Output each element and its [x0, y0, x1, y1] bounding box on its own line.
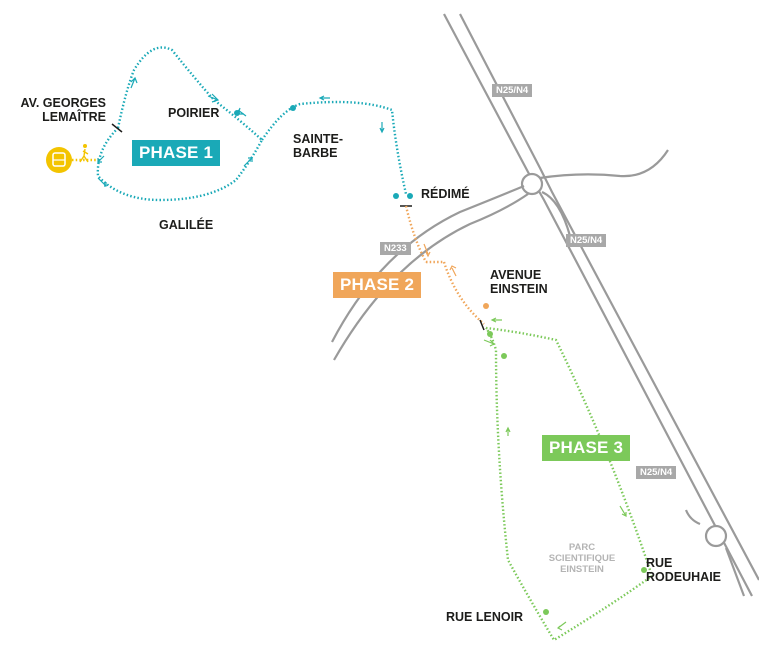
stop-label-lemaitre-line2: LEMAÎTRE	[42, 110, 106, 124]
road-n233	[331, 149, 669, 361]
stop-label-sainte-barbe-line2: BARBE	[293, 146, 338, 160]
road-label-n25-top: N25/N4	[492, 84, 533, 97]
stop-label-einstein: AVENUE EINSTEIN	[490, 268, 548, 296]
route-phase3	[485, 326, 654, 642]
road-label-n25-mid: N25/N4	[566, 234, 607, 247]
stop-label-sainte-barbe: SAINTE- BARBE	[293, 132, 343, 160]
stop-label-poirier: POIRIER	[168, 106, 220, 120]
park-label: PARC SCIENTIFIQUE EINSTEIN	[532, 542, 632, 575]
roundabout-south	[704, 524, 728, 548]
park-label-line1: PARC	[568, 542, 596, 553]
road-label-n233: N233	[380, 242, 411, 255]
stop-label-rodeuhaie: RUE RODEUHAIE	[646, 556, 721, 584]
tram-icon	[46, 147, 98, 173]
stop-label-redime: RÉDIMÉ	[421, 187, 470, 201]
stop-label-rodeuhaie-line1: RUE	[646, 556, 673, 570]
stop-label-rodeuhaie-line2: RODEUHAIE	[646, 570, 722, 584]
road-label-n25-bottom: N25/N4	[636, 466, 677, 479]
stop-label-galilee: GALILÉE	[159, 218, 214, 232]
stop-label-lenoir: RUE LENOIR	[446, 610, 524, 624]
route-phase2	[404, 205, 485, 325]
stop-label-einstein-line1: AVENUE	[490, 268, 542, 282]
phase1-badge: PHASE 1	[132, 140, 221, 166]
stop-dots	[234, 105, 647, 615]
pedestrian-icon	[79, 144, 89, 163]
park-label-line2: SCIENTIFIQUE	[548, 553, 616, 564]
stop-label-sainte-barbe-line1: SAINTE-	[293, 132, 343, 146]
highway-n25	[443, 13, 759, 597]
stop-label-lemaitre: AV. GEORGES LEMAÎTRE	[2, 96, 106, 124]
roundabout-north	[520, 172, 544, 196]
phase3-badge: PHASE 3	[542, 435, 631, 461]
park-label-line3: EINSTEIN	[560, 564, 604, 575]
route-phase1	[96, 46, 408, 202]
stop-label-lemaitre-line1: AV. GEORGES	[20, 96, 106, 110]
stop-label-einstein-line2: EINSTEIN	[490, 282, 548, 296]
phase2-badge: PHASE 2	[333, 272, 422, 298]
